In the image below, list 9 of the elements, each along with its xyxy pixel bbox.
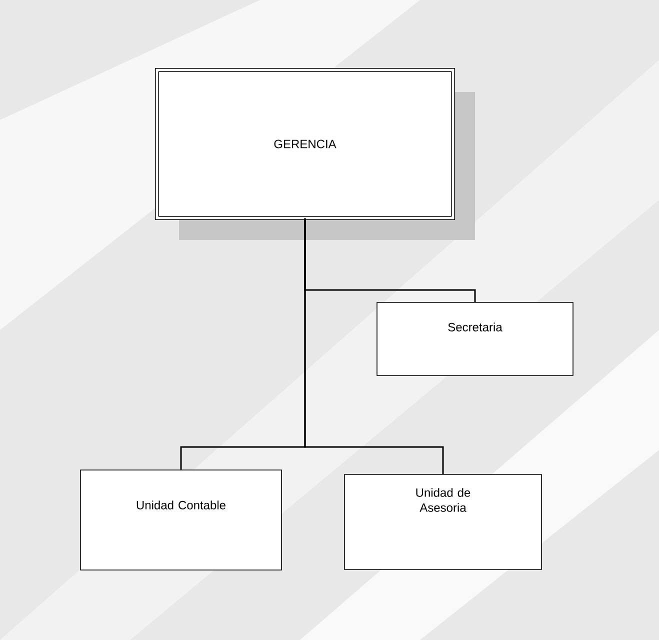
org-box (80, 470, 282, 570)
box-label: Secretaria (448, 322, 502, 332)
box-label: GERENCIA (274, 140, 336, 148)
box-label: Unidad de Asesoria (416, 488, 470, 512)
org-box (154, 68, 456, 220)
box-label: Unidad Contable (136, 500, 226, 510)
connector-line (304, 218, 444, 474)
org-box (376, 302, 574, 376)
org-box (344, 474, 542, 570)
